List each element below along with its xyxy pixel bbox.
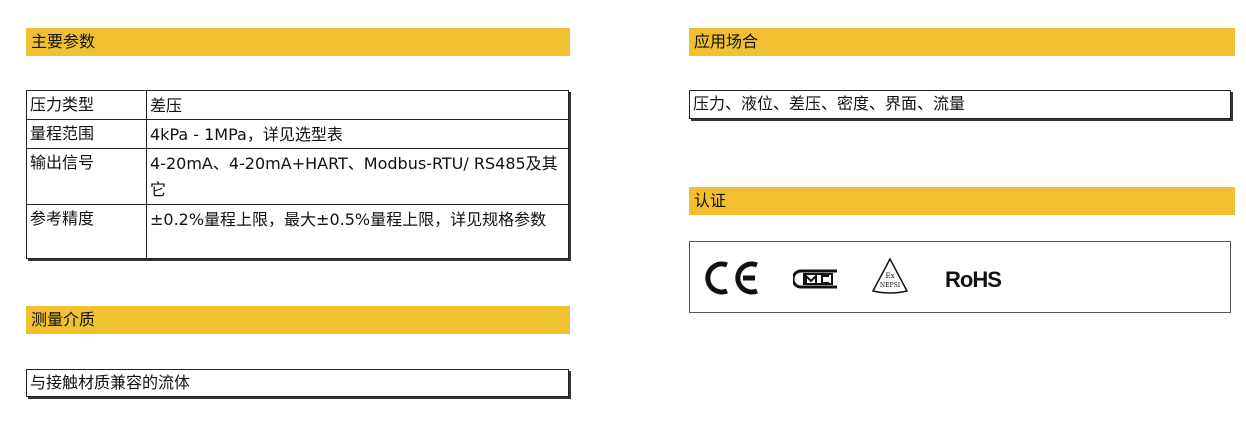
ce-mark-icon — [705, 261, 758, 295]
table-row: 输出信号 4-20mA、4-20mA+HART、Modbus-RTU/ RS48… — [26, 148, 569, 205]
application-value: 压力、液位、差压、密度、界面、流量 — [693, 94, 966, 113]
medium-title: 测量介质 — [31, 310, 96, 329]
param-value: ±0.2%量程上限，最大±0.5%量程上限，详见规格参数 — [146, 204, 569, 259]
table-row: 参考精度 ±0.2%量程上限，最大±0.5%量程上限，详见规格参数 — [26, 204, 569, 259]
main-params-title: 主要参数 — [31, 32, 96, 51]
certification-title: 认证 — [694, 191, 727, 210]
certification-box: Ex NEPSI RoHS — [689, 241, 1231, 313]
application-box: 压力、液位、差压、密度、界面、流量 — [689, 90, 1231, 119]
param-value: 4kPa - 1MPa，详见选型表 — [146, 119, 569, 149]
param-key: 量程范围 — [26, 119, 147, 149]
explosion-proof-icon: Ex NEPSI — [871, 257, 909, 294]
main-params-table: 压力类型 差压 量程范围 4kPa - 1MPa，详见选型表 输出信号 4-20… — [26, 90, 569, 259]
medium-box: 与接触材质兼容的流体 — [26, 369, 569, 397]
param-value: 4-20mA、4-20mA+HART、Modbus-RTU/ RS485及其它 — [146, 148, 569, 205]
param-key: 参考精度 — [26, 204, 147, 259]
medium-header: 测量介质 — [26, 306, 570, 334]
rohs-icon: RoHS — [945, 267, 1002, 292]
table-row: 量程范围 4kPa - 1MPa，详见选型表 — [26, 119, 569, 149]
medium-value: 与接触材质兼容的流体 — [30, 373, 191, 392]
table-row: 压力类型 差压 — [26, 90, 569, 120]
svg-text:NEPSI: NEPSI — [880, 282, 901, 289]
param-value: 差压 — [146, 90, 569, 120]
application-title: 应用场合 — [694, 32, 759, 51]
cmc-mark-icon — [793, 269, 837, 289]
param-key: 输出信号 — [26, 148, 147, 205]
application-header: 应用场合 — [689, 28, 1235, 56]
svg-text:Ex: Ex — [885, 272, 894, 280]
param-key: 压力类型 — [26, 90, 147, 120]
certification-header: 认证 — [689, 187, 1235, 215]
main-params-header: 主要参数 — [26, 28, 570, 56]
